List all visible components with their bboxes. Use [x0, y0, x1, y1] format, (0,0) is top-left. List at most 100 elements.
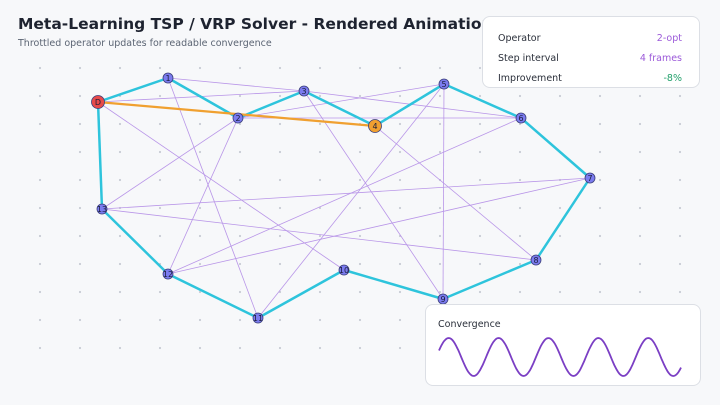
grid-dot	[518, 122, 522, 126]
grid-dot	[438, 206, 442, 210]
grid-dot	[438, 234, 442, 238]
convergence-chart	[438, 337, 682, 377]
candidate-edges	[97, 77, 591, 319]
grid-dot	[598, 122, 602, 126]
node-marker	[298, 85, 310, 97]
node-label: 13	[97, 205, 107, 214]
candidate-edge	[167, 77, 259, 319]
grid-dot	[678, 150, 682, 154]
convergence-line	[438, 337, 682, 377]
candidate-edge	[442, 83, 445, 300]
node-10: 10	[338, 264, 350, 276]
node-label: 9	[440, 295, 445, 304]
grid-dot	[318, 178, 322, 182]
node-marker	[232, 112, 244, 124]
grid-dot	[678, 234, 682, 238]
grid-dot	[38, 262, 42, 266]
grid-dot	[598, 206, 602, 210]
route-edge	[166, 272, 260, 320]
grid-dot	[238, 150, 242, 154]
node-8: 8	[530, 254, 542, 266]
grid-dot	[558, 234, 562, 238]
grid-dot	[158, 94, 162, 98]
grid-dot	[78, 178, 82, 182]
grid-dot	[318, 66, 322, 70]
grid-dot	[678, 94, 682, 98]
grid-dot	[358, 94, 362, 98]
grid-dot	[358, 206, 362, 210]
grid-dot	[78, 346, 82, 350]
grid-dot	[238, 66, 242, 70]
grid-dot	[38, 122, 42, 126]
grid-dot	[158, 290, 162, 294]
grid-dot	[358, 234, 362, 238]
grid-dot	[398, 122, 402, 126]
grid-dot	[158, 150, 162, 154]
node-marker	[96, 203, 108, 215]
route-edge	[236, 89, 306, 120]
grid-dot	[118, 234, 122, 238]
grid-dot	[158, 122, 162, 126]
step-interval-row: Step interval 4 frames	[498, 51, 682, 65]
grid-dot	[558, 94, 562, 98]
candidate-edge	[97, 101, 345, 271]
grid-dot	[238, 94, 242, 98]
grid-dot	[198, 318, 202, 322]
node-marker	[252, 312, 264, 324]
grid-dot	[78, 290, 82, 294]
grid-dot	[638, 150, 642, 154]
grid-dot	[518, 262, 522, 266]
grid-dot	[558, 262, 562, 266]
grid-dot	[438, 66, 442, 70]
page-subtitle: Throttled operator updates for readable …	[18, 38, 272, 49]
grid-dot	[318, 94, 322, 98]
page-title: Meta-Learning TSP / VRP Solver - Rendere…	[18, 15, 493, 33]
grid-dot	[638, 94, 642, 98]
grid-dot	[398, 262, 402, 266]
node-7: 7	[584, 172, 596, 184]
grid-dot	[158, 318, 162, 322]
grid-dot	[438, 290, 442, 294]
grid-dot	[558, 122, 562, 126]
grid-dot	[638, 234, 642, 238]
grid-dot	[558, 290, 562, 294]
route-edge	[302, 89, 377, 128]
grid-dot	[478, 122, 482, 126]
grid-dot	[278, 346, 282, 350]
grid-dot	[478, 66, 482, 70]
node-label: 3	[301, 87, 306, 96]
grid-dot	[118, 262, 122, 266]
grid-dot	[78, 122, 82, 126]
grid-dot	[478, 206, 482, 210]
node-13: 13	[96, 203, 108, 215]
grid-dot	[478, 94, 482, 98]
node-marker	[368, 119, 382, 133]
grid-dot	[238, 178, 242, 182]
grid-dot	[398, 290, 402, 294]
grid-dot	[358, 346, 362, 350]
grid-dot	[278, 122, 282, 126]
candidate-edge	[167, 117, 522, 275]
grid-dot	[238, 234, 242, 238]
node-d: D	[91, 95, 105, 109]
node-label: 2	[235, 114, 240, 123]
grid-dot	[438, 262, 442, 266]
route-edge	[442, 82, 523, 120]
grid-dot	[438, 94, 442, 98]
node-marker	[91, 95, 105, 109]
grid-dot	[358, 178, 362, 182]
grid-dot	[278, 178, 282, 182]
grid-dot	[518, 150, 522, 154]
node-label: 11	[253, 314, 263, 323]
grid-dot	[678, 122, 682, 126]
grid-dot	[198, 178, 202, 182]
grid-dot	[678, 262, 682, 266]
grid-dot	[598, 94, 602, 98]
grid-dot	[278, 262, 282, 266]
grid-dot	[78, 318, 82, 322]
node-6: 6	[515, 112, 527, 124]
operator-info-panel: Operator 2-opt Step interval 4 frames Im…	[482, 16, 700, 88]
grid-dot	[478, 234, 482, 238]
grid-dot	[238, 346, 242, 350]
